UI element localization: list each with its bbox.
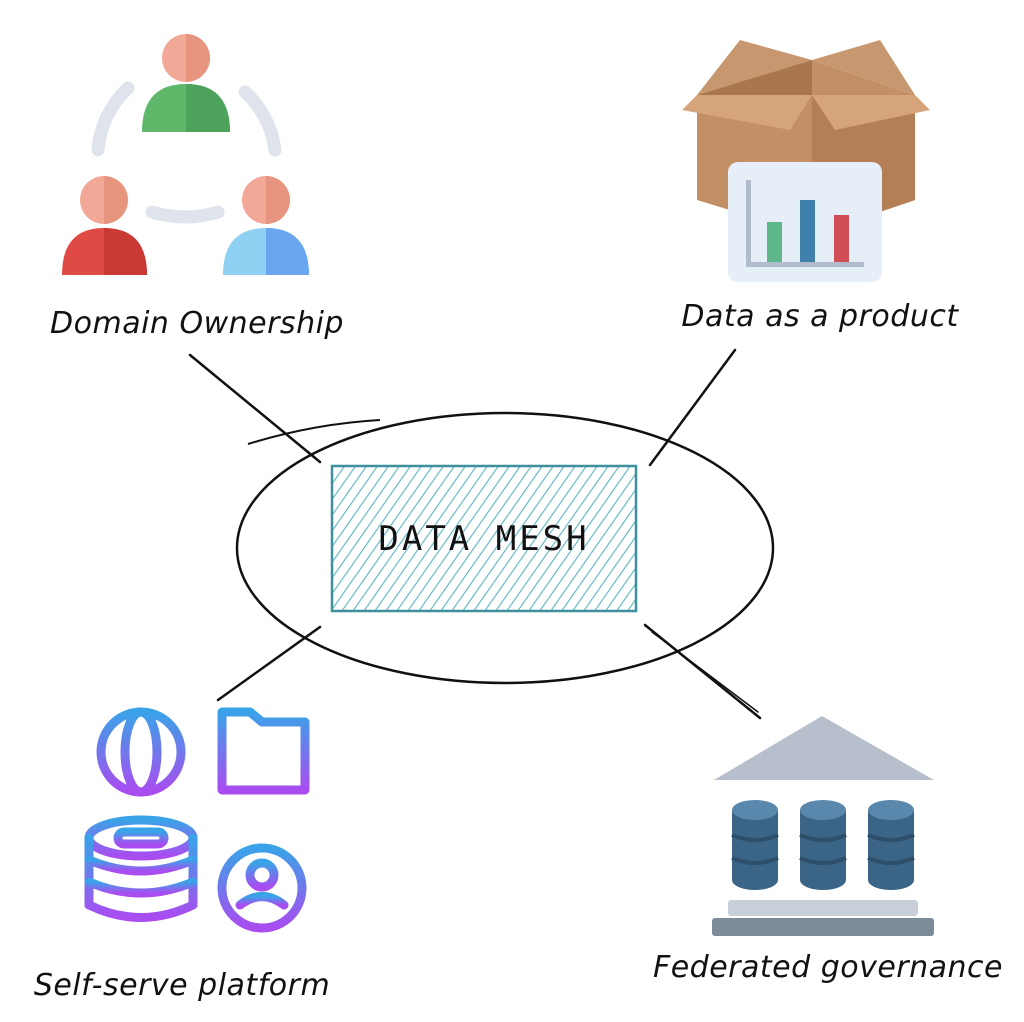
- bank-database-icon: [712, 716, 934, 936]
- connector-domain: [188, 353, 322, 464]
- team-icon: [62, 34, 309, 275]
- pillar-domain-ownership-label: Domain Ownership: [50, 306, 344, 341]
- pillar-governance-label: Federated governance: [653, 950, 1003, 985]
- connector-governance-b: [651, 631, 759, 713]
- pillar-self-serve-label: Self-serve platform: [34, 968, 330, 1003]
- center-title: DATA MESH: [378, 519, 589, 559]
- pillar-data-product-label: Data as a product: [681, 299, 959, 334]
- box-chart-icon: [682, 40, 930, 282]
- mesh-ellipse: [235, 411, 775, 685]
- center-box: DATA MESH: [330, 464, 638, 613]
- connector-product: [648, 348, 737, 467]
- db-cylinder-1: [731, 800, 779, 890]
- db-cylinder-2: [799, 800, 847, 890]
- connector-lines: [188, 348, 762, 720]
- platform-network-icon: [84, 707, 310, 933]
- db-cylinder-3: [867, 800, 915, 890]
- connector-platform: [216, 625, 322, 702]
